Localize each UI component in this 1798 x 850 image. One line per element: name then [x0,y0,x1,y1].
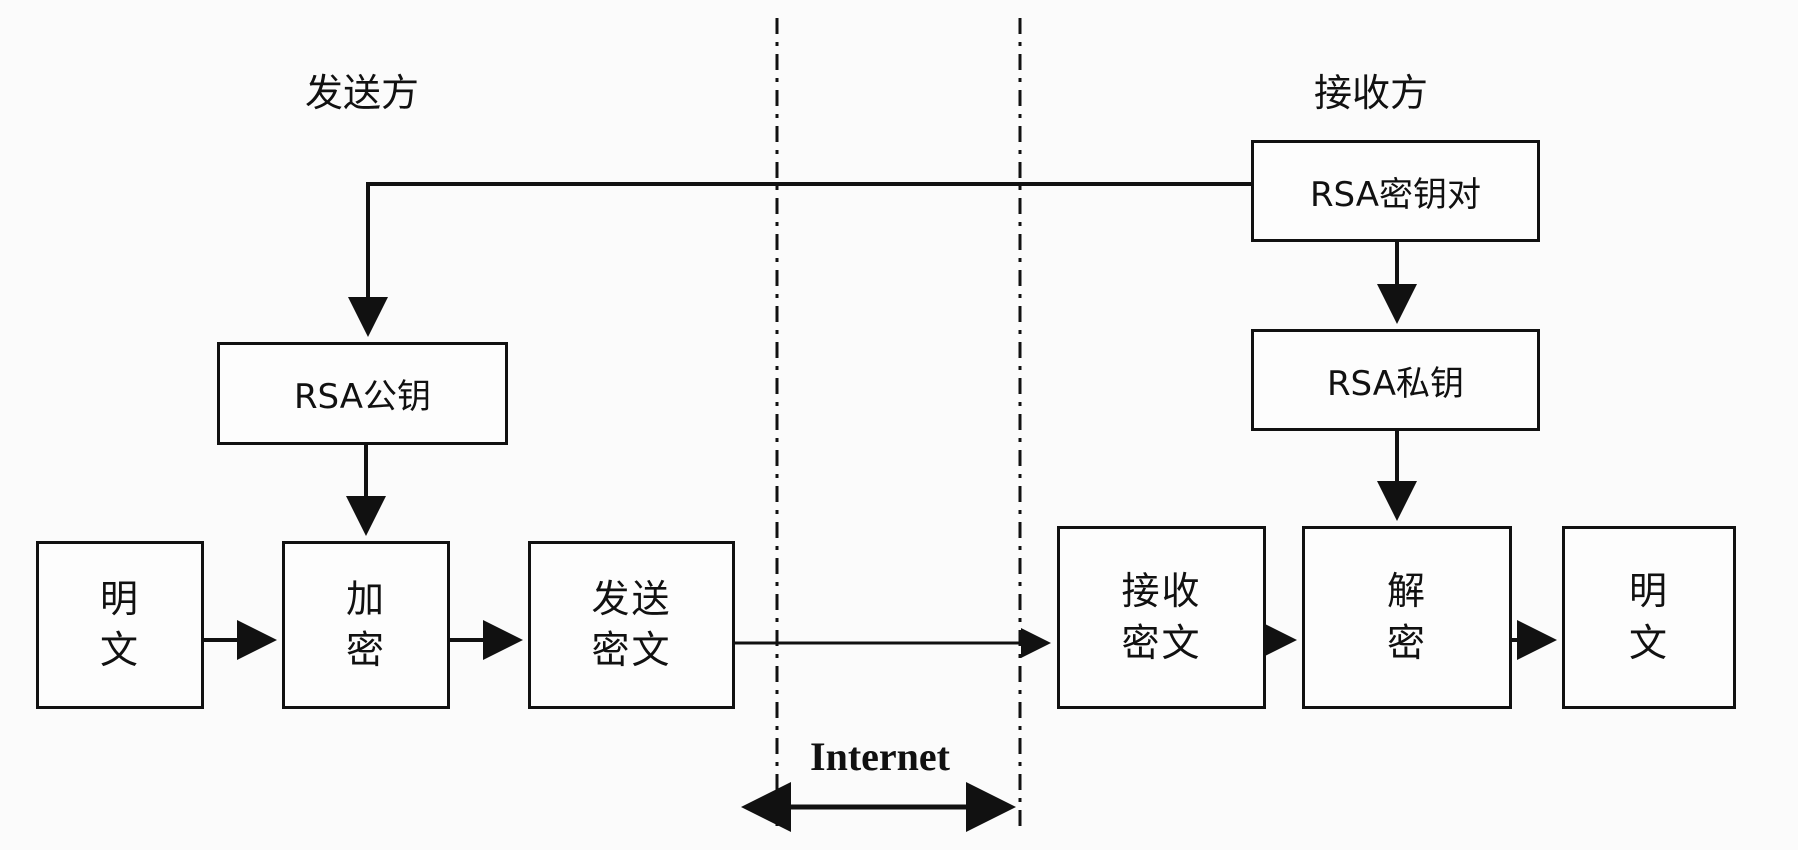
send-ciphertext-line-2: 密文 [591,628,672,672]
receiver-plaintext-box: 明 文 [1562,526,1736,709]
rsa-key-pair-label: RSA密钥对 [1309,174,1482,215]
internet-label: Internet [810,734,950,779]
sender-plaintext-box: 明 文 [36,541,204,709]
rsa-key-pair-box: RSA密钥对 [1251,140,1540,242]
receiver-label: 接收方 [1314,71,1429,115]
sender-plaintext-line-2: 文 [99,628,140,672]
decrypt-box: 解 密 [1302,526,1512,709]
sender-plaintext-line-1: 明 [99,576,140,621]
encrypt-line-2: 密 [345,628,386,672]
receive-ciphertext-line-2: 密文 [1121,620,1202,665]
receive-ciphertext-line-1: 接收 [1121,569,1202,614]
rsa-public-key-box: RSA公钥 [217,342,508,445]
receiver-plaintext-line-1: 明 [1628,569,1669,614]
receiver-plaintext-line-2: 文 [1628,620,1669,665]
rsa-public-key-label: RSA公钥 [293,377,432,417]
decrypt-line-2: 密 [1386,620,1427,665]
send-ciphertext-line-1: 发送 [591,576,672,621]
encrypt-box: 加 密 [282,541,450,709]
keypair-to-public-key-connector [348,182,1251,337]
rsa-private-key-label: RSA私钥 [1326,363,1465,404]
encrypt-line-1: 加 [345,576,386,621]
rsa-private-key-box: RSA私钥 [1251,329,1540,431]
send-ciphertext-box: 发送 密文 [528,541,735,709]
receive-ciphertext-box: 接收 密文 [1057,526,1266,709]
decrypt-line-1: 解 [1386,569,1427,614]
sender-label: 发送方 [305,71,420,115]
